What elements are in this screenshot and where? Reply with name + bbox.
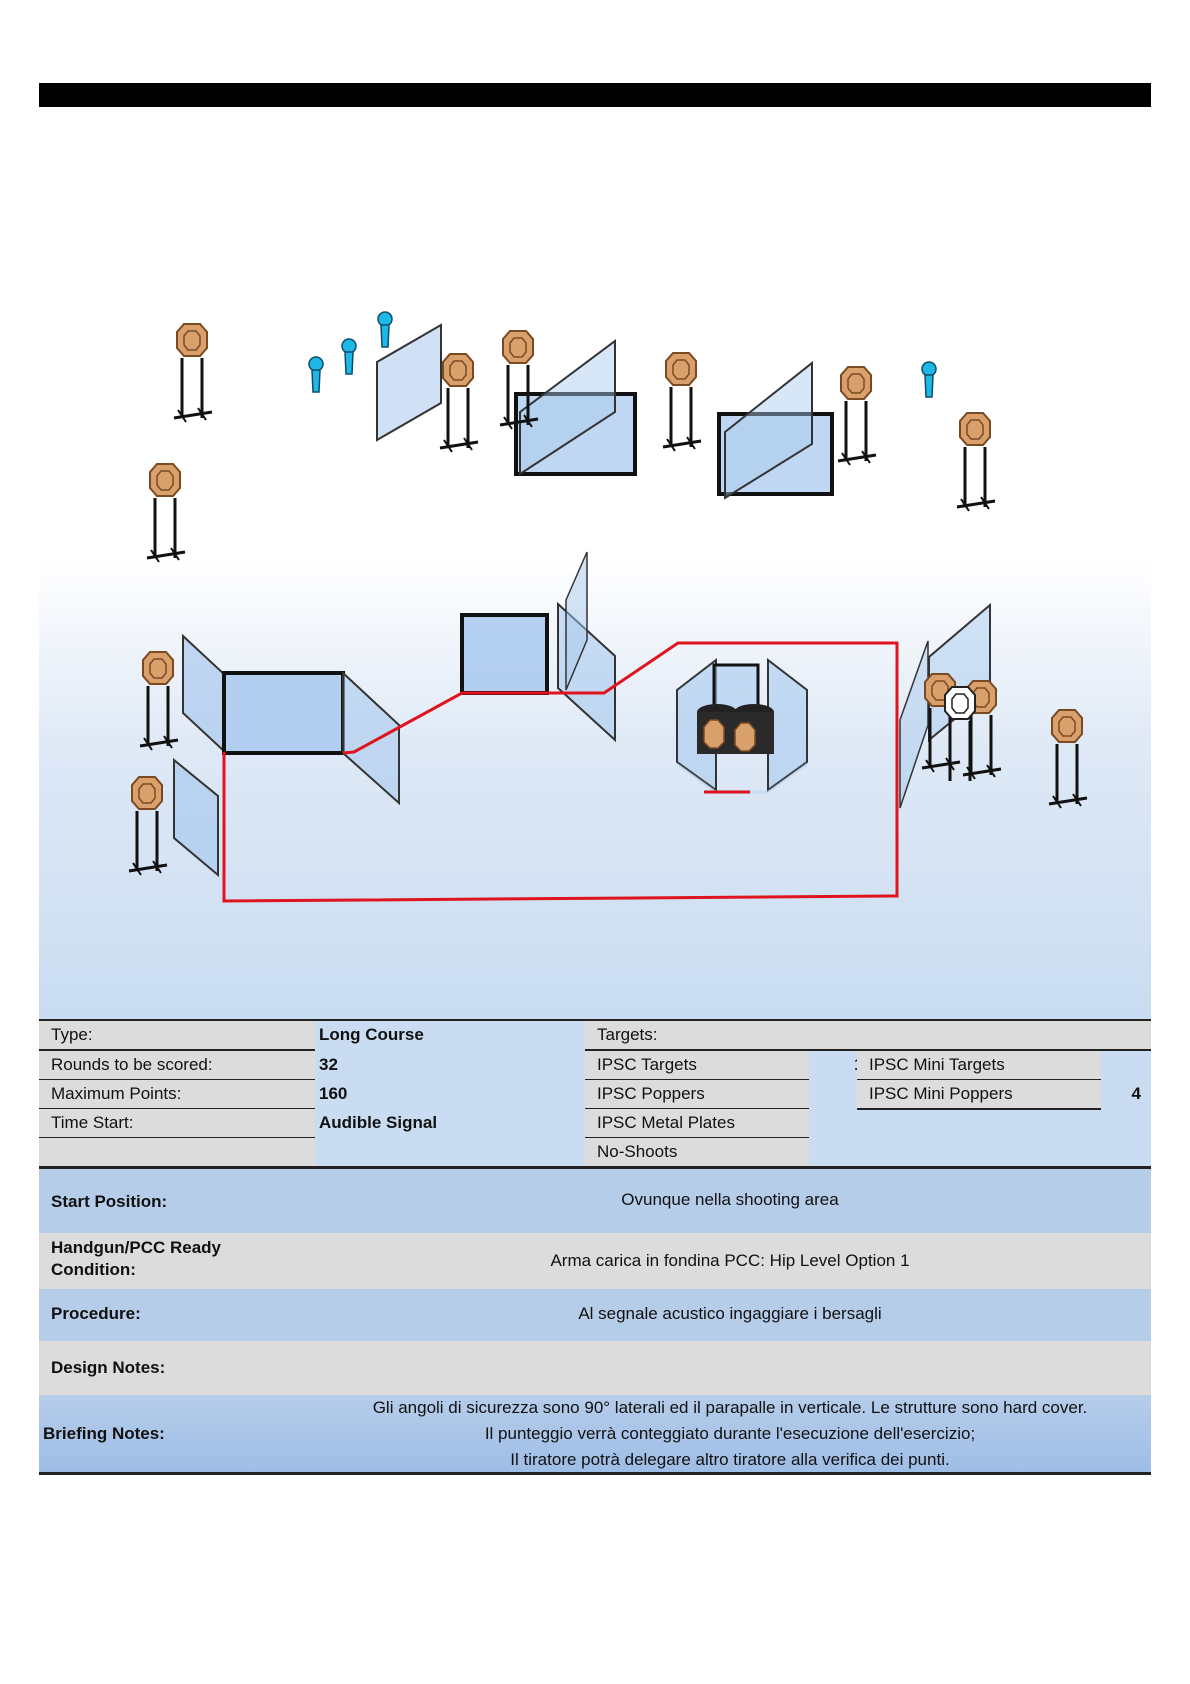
wall	[899, 640, 929, 809]
start-position-label: Start Position:	[51, 1192, 168, 1211]
ipsc-target	[438, 352, 480, 454]
design-notes-row: Design Notes:	[39, 1341, 1151, 1395]
start-position-row: Start Position: Ovunque nella shooting a…	[39, 1169, 1151, 1233]
briefing-notes-label: Briefing Notes:	[43, 1424, 165, 1443]
ipsc-target	[661, 351, 703, 453]
wall	[222, 671, 345, 755]
wall	[519, 339, 616, 476]
wall	[724, 360, 813, 500]
points-value: 160	[319, 1084, 348, 1103]
briefing-notes-line3: Il tiratore potrà delegare altro tirator…	[510, 1450, 950, 1469]
wall	[182, 633, 226, 755]
procedure-text: Al segnale acustico ingaggiare i bersagl…	[578, 1304, 882, 1323]
barrels	[697, 704, 774, 754]
ipsc-target	[955, 411, 997, 513]
popper	[377, 311, 393, 348]
ready-condition-row: Handgun/PCC Ready Condition: Arma carica…	[39, 1233, 1151, 1289]
stage-info-table: Type: Long Course Rounds to be scored: 3…	[39, 1019, 1151, 1169]
header-bar	[39, 83, 1151, 107]
wall	[376, 323, 442, 442]
popper	[341, 338, 357, 375]
rounds-value: 32	[319, 1055, 338, 1074]
start-position-text: Ovunque nella shooting area	[621, 1190, 839, 1209]
wall	[717, 412, 834, 496]
mini-poppers-label: IPSC Mini Poppers	[857, 1080, 1101, 1110]
procedure-row: Procedure: Al segnale acustico ingaggiar…	[39, 1289, 1151, 1341]
ipsc-metal-plates-label: IPSC Metal Plates	[585, 1109, 809, 1139]
targets-label: Targets:	[585, 1021, 1151, 1051]
briefing-notes-row: Briefing Notes: Gli angoli di sicurezza …	[39, 1395, 1151, 1475]
divider	[39, 1166, 1151, 1169]
wall	[676, 657, 717, 792]
wall	[460, 613, 549, 695]
stage-diagram	[127, 311, 1089, 903]
ipsc-targets-label: IPSC Targets	[585, 1051, 809, 1081]
rounds-label: Rounds to be scored:	[39, 1051, 315, 1081]
popper	[921, 361, 937, 398]
ipsc-target	[836, 365, 878, 467]
time-value: Audible Signal	[319, 1113, 438, 1132]
no-shoots-label: No-Shoots	[585, 1138, 809, 1168]
ready-condition-label-line1: Handgun/PCC Ready	[51, 1238, 222, 1257]
stage-info-sheet: Type: Long Course Rounds to be scored: 3…	[39, 1019, 1151, 1475]
wall	[342, 670, 400, 806]
ipsc-target	[127, 775, 169, 877]
wall	[677, 762, 807, 794]
procedure-label: Procedure:	[51, 1304, 141, 1323]
ipsc-target	[145, 462, 187, 564]
wall	[565, 551, 588, 691]
ready-condition-text: Arma carica in fondina PCC: Hip Level Op…	[550, 1251, 910, 1270]
wall	[173, 757, 219, 878]
ipsc-target	[172, 322, 214, 424]
popper	[308, 356, 324, 393]
ready-condition-label-line2: Condition:	[51, 1260, 136, 1279]
ipsc-poppers-label: IPSC Poppers	[585, 1080, 809, 1110]
type-label: Type:	[39, 1021, 315, 1051]
briefing-notes-line1: Gli angoli di sicurezza sono 90° lateral…	[372, 1398, 1088, 1417]
type-value: Long Course	[319, 1025, 424, 1044]
mini-targets-label: IPSC Mini Targets	[857, 1051, 1101, 1081]
fault-line	[222, 641, 899, 903]
ipsc-target	[1047, 708, 1089, 810]
ipsc-target	[138, 650, 180, 752]
empty-cell	[39, 1138, 315, 1168]
briefing-notes-line2: Il punteggio verrà conteggiato durante l…	[484, 1424, 976, 1443]
design-notes-label: Design Notes:	[51, 1358, 166, 1377]
time-label: Time Start:	[39, 1109, 315, 1139]
no-shoot-target	[943, 685, 977, 783]
mini-poppers-count: 4	[1131, 1084, 1141, 1103]
points-label: Maximum Points:	[39, 1080, 315, 1110]
